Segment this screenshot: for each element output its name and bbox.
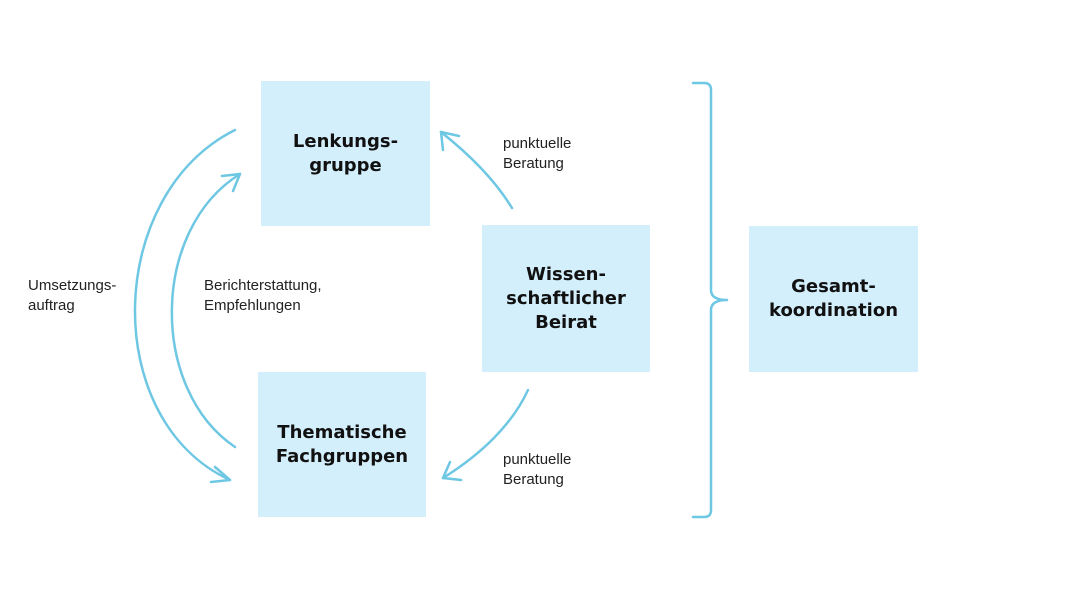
beratung-bottom-arrow <box>441 388 530 480</box>
gesamtkoordination-box: Gesamt- koordination <box>749 226 918 372</box>
umsetzungsauftrag-arrow <box>133 128 237 482</box>
berichterstattung-arrowhead <box>220 172 242 193</box>
lenkungsgruppe-label: Lenkungs- gruppe <box>292 130 399 176</box>
gesamtkoordination-label: Gesamt- koordination <box>768 276 899 321</box>
grouping-brace <box>691 81 729 519</box>
beirat-label: Wissen- schaftlicher Beirat <box>506 263 626 333</box>
beratung-top-arrow <box>439 130 514 210</box>
fachgruppen-label: Thematische Fachgruppen <box>275 421 409 467</box>
umsetzungsauftrag-text: Umsetzungs- auftrag <box>28 277 117 314</box>
beratung-bottom-arrowhead <box>441 460 463 482</box>
beratung-bottom-text: punktuelle Beratung <box>503 451 572 488</box>
umsetzungsauftrag-arrowhead <box>209 465 232 484</box>
beratung-top-text: punktuelle Beratung <box>503 135 572 172</box>
beirat-box: Wissen- schaftlicher Beirat <box>482 225 650 372</box>
lenkungsgruppe-box: Lenkungs- gruppe <box>261 81 430 226</box>
berichterstattung-text: Berichterstattung, Empfehlungen <box>204 277 322 314</box>
fachgruppen-box: Thematische Fachgruppen <box>258 372 426 517</box>
beratung-top-arrowhead <box>439 130 461 152</box>
berichterstattung-arrow <box>170 172 242 449</box>
